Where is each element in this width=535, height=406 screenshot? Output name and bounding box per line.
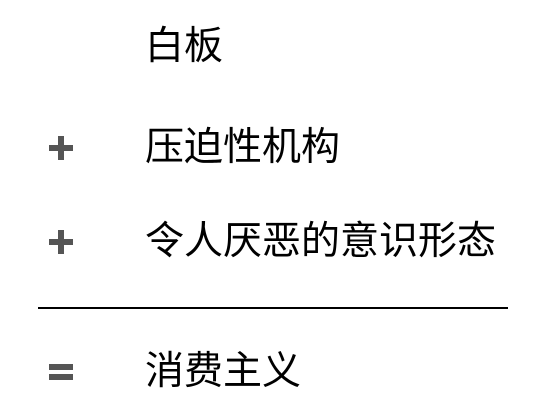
equation-result-row: 消费主义 (0, 342, 535, 402)
term-text: 令人厌恶的意识形态 (145, 219, 497, 264)
result-text: 消费主义 (145, 349, 302, 394)
equals-icon (44, 342, 78, 402)
plus-icon (44, 118, 78, 178)
equation-term-row: 令人厌恶的意识形态 (0, 212, 535, 272)
equation-term-row: 白板 (0, 17, 535, 77)
equation-term-row: 压迫性机构 (0, 118, 535, 178)
term-text: 白板 (145, 24, 224, 69)
sum-divider-line (38, 307, 508, 309)
plus-icon (44, 212, 78, 272)
term-text: 压迫性机构 (145, 125, 341, 170)
